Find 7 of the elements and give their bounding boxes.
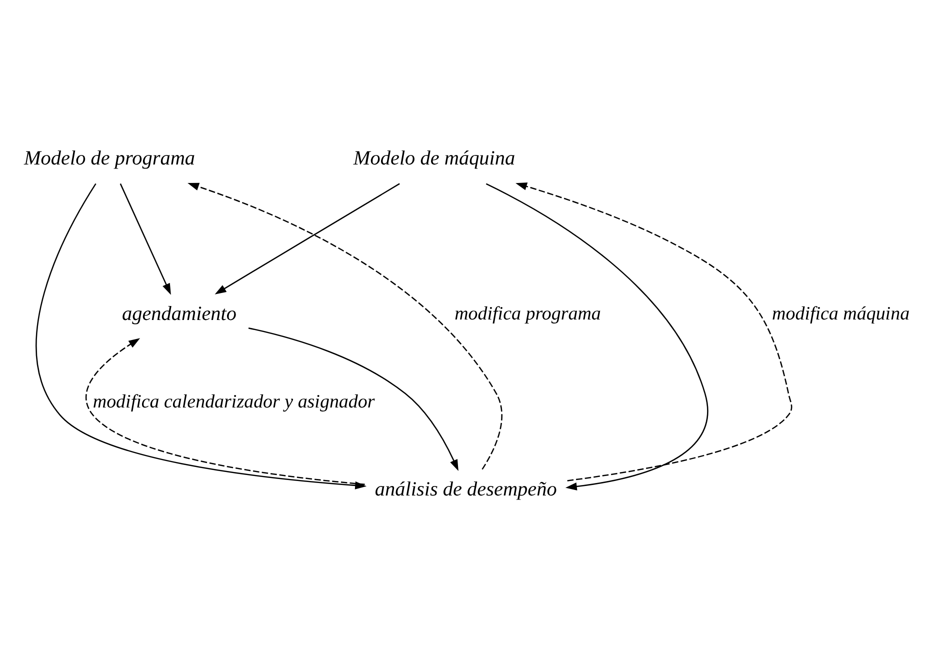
node-text: Modelo de máquina	[353, 146, 516, 169]
node-text: Modelo de programa	[24, 146, 196, 169]
node-text: análisis de desempeño	[374, 478, 557, 500]
edge-label: modifica calendarizador y asignador	[92, 390, 375, 412]
edge-label: modifica programa	[454, 303, 601, 324]
node-text: agendamiento	[122, 302, 237, 324]
edge-label: modifica máquina	[772, 303, 910, 324]
